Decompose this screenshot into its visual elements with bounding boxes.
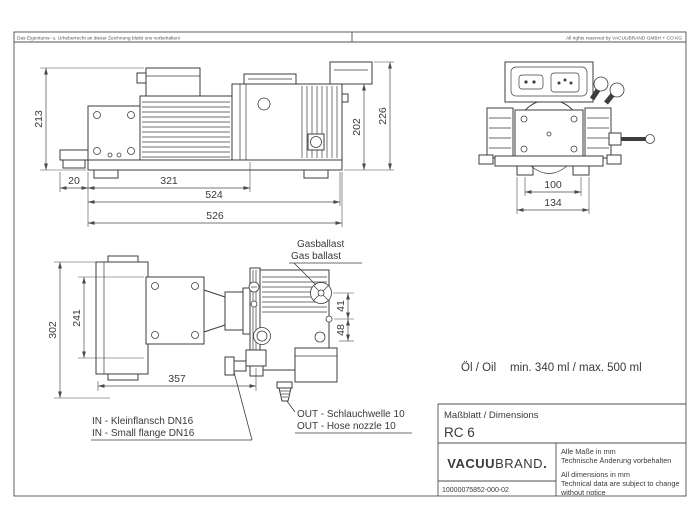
note-en-2: Technical data are subject to change [561,479,679,488]
note-en-3: without notice [560,488,606,497]
oil-spec-label: Öl / Oil [461,362,496,374]
hose-nozzle [278,387,292,402]
foot [303,169,329,179]
power-box [504,61,594,103]
motor-fins [142,101,230,158]
dim-357: 357 [168,373,186,385]
power-switch [518,74,544,90]
front-bracket [59,149,89,161]
note-de-1: Alle Maße in mm [561,447,616,456]
coupling-cone [203,289,226,333]
dims-side-bottom: 302 241 357 41 48 [47,261,354,399]
dim-526: 526 [206,210,224,222]
oil-fill-plug [257,97,271,111]
title-block: Maßblatt / Dimensions RC 6 VACUUBRAND. 1… [437,403,686,497]
note-en-1: All dimensions in mm [561,470,630,479]
dim-321: 321 [160,175,178,187]
oil-spec-value: min. 340 ml / max. 500 ml [510,362,642,374]
gasballast-label-de: Gasballast [297,239,344,250]
side-fins-left [486,107,514,159]
sight-glass [310,136,322,148]
crank-knob [645,134,655,144]
doc-number: 10000075852-000-02 [442,487,509,494]
gasballast-label-en: Gas ballast [291,251,341,262]
dims-front: 100 134 [516,177,590,214]
view-side-top [59,61,373,179]
model-name: RC 6 [444,425,475,440]
brand-logo: VACUUBRAND. [447,456,546,471]
front-foot [62,159,86,169]
outlet-label-en: OUT - Hose nozzle 10 [297,421,396,432]
callouts: Gasballast Gas ballast IN - Kleinflansch… [91,239,642,441]
cable-gland [136,72,147,84]
dim-48: 48 [335,324,347,336]
outlet-label-de: OUT - Schlauchwelle 10 [297,409,405,420]
view-side-bottom [95,255,338,402]
title-block-notes: Alle Maße in mm Technische Änderung vorb… [560,447,679,497]
rights-note: All rights reserved by VACUUBRAND GMBH +… [566,36,682,42]
junction-box [145,67,201,97]
dim-202: 202 [351,118,363,136]
dim-241: 241 [71,309,83,327]
inlet-label-de: IN - Kleinflansch DN16 [92,416,194,427]
inlet-label-en: IN - Small flange DN16 [92,428,195,439]
border-frame: Das Eigentums- u. Urheberrecht an dieser… [13,31,687,497]
pump-module [231,83,343,161]
side-fins-right [584,107,612,159]
dims-side-top: 213 202 226 20 321 524 526 [33,61,394,227]
fan-cover [95,261,149,375]
copyright-note: Das Eigentums- u. Urheberrecht an dieser… [17,36,180,42]
foot [516,165,534,176]
dim-213: 213 [33,110,45,128]
view-front [478,61,655,176]
base-front [494,155,604,167]
power-inlet [550,72,580,93]
knob [609,82,625,98]
dim-302: 302 [47,321,59,339]
dim-134: 134 [544,197,562,209]
oil-casing [294,347,338,383]
switch-housing [329,61,373,85]
foot [572,165,590,176]
dim-524: 524 [205,189,223,201]
inlet-flange-dn16 [224,356,235,376]
base-rail [87,159,343,171]
knob [593,76,609,92]
doc-type-label: Maßblatt / Dimensions [444,410,539,421]
foot [93,169,119,179]
motor-body [139,95,233,161]
bottom-arc [530,165,568,174]
inlet-valve [245,349,267,367]
dim-20: 20 [68,175,80,187]
dim-100: 100 [544,179,562,191]
dim-41: 41 [335,300,347,312]
dim-226: 226 [377,107,389,125]
note-de-2: Technische Änderung vorbehalten [561,456,671,465]
